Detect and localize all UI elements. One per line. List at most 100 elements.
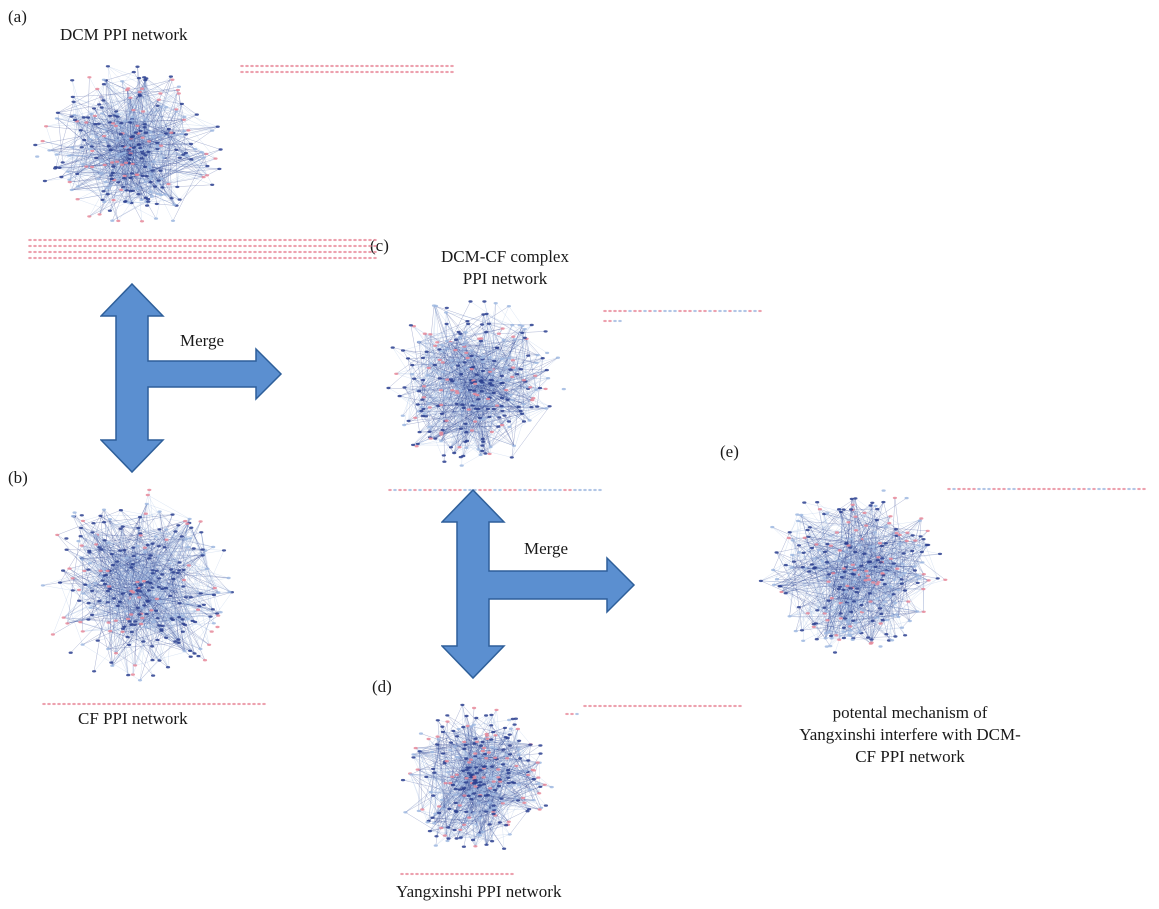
- network-edge: [131, 590, 152, 611]
- network-node: [500, 327, 505, 330]
- network-node: [478, 744, 483, 747]
- network-node: [487, 415, 492, 419]
- network-edge: [88, 568, 208, 604]
- network-edge: [131, 107, 167, 150]
- network-node: [196, 654, 201, 658]
- network-node: [57, 166, 62, 169]
- network-edge: [157, 621, 196, 641]
- network-node: [522, 327, 527, 331]
- network-node: [420, 398, 425, 401]
- network-node: [138, 590, 143, 593]
- network-node: [538, 785, 543, 788]
- network-node: [525, 810, 530, 813]
- network-edge: [455, 357, 558, 383]
- network-node: [445, 340, 450, 343]
- network-edge: [493, 789, 531, 812]
- network-edge: [176, 176, 204, 206]
- network-node: [504, 753, 509, 757]
- network-edge: [495, 728, 519, 816]
- network-edge: [93, 108, 169, 185]
- network-node: [150, 658, 155, 662]
- network-node: [447, 807, 452, 811]
- network-edge: [399, 371, 491, 397]
- network-node: [437, 377, 442, 380]
- network-edge: [137, 545, 201, 650]
- network-node: [78, 129, 83, 132]
- network-edge: [426, 728, 511, 778]
- network-node: [419, 409, 424, 413]
- network-c-nodes: [386, 300, 566, 467]
- network-edge: [792, 540, 814, 625]
- network-edge: [481, 314, 484, 325]
- network-node: [491, 812, 496, 816]
- network-edge: [80, 527, 153, 571]
- network-node: [118, 509, 123, 512]
- network-edge: [514, 724, 528, 812]
- network-node: [160, 186, 165, 189]
- network-node: [520, 324, 525, 327]
- network-node: [506, 820, 511, 823]
- network-node: [108, 629, 113, 633]
- network-edge: [441, 758, 487, 801]
- network-node: [432, 771, 437, 774]
- network-node: [213, 157, 218, 160]
- network-edge: [172, 153, 207, 221]
- network-node: [486, 322, 491, 325]
- network-edge: [96, 511, 160, 535]
- network-edge: [475, 758, 534, 780]
- network-node: [434, 835, 439, 838]
- network-node: [439, 412, 444, 415]
- network-node: [409, 773, 414, 776]
- network-node: [57, 581, 63, 584]
- network-node: [422, 332, 427, 335]
- network-edge: [418, 391, 467, 433]
- network-node: [94, 135, 99, 138]
- network-node: [186, 129, 191, 132]
- network-edge: [179, 570, 219, 593]
- network-node: [137, 613, 142, 616]
- network-edge: [440, 357, 483, 441]
- network-edge: [170, 76, 185, 132]
- network-node: [72, 118, 78, 122]
- network-node: [516, 747, 521, 751]
- network-edge: [147, 494, 190, 520]
- network-node: [190, 619, 195, 623]
- network-node: [197, 605, 202, 608]
- network-edge: [501, 375, 531, 388]
- network-node: [476, 801, 481, 804]
- network-node: [184, 537, 189, 541]
- network-node: [435, 743, 440, 746]
- network-node: [453, 809, 458, 813]
- network-edge: [147, 494, 213, 610]
- network-edge: [129, 619, 173, 646]
- network-node: [216, 591, 221, 594]
- network-node: [146, 200, 151, 203]
- network-node: [461, 769, 466, 772]
- network-edge: [499, 417, 515, 446]
- network-node: [453, 801, 458, 805]
- network-node: [67, 180, 72, 184]
- network-node: [433, 344, 438, 347]
- network-node: [415, 442, 420, 446]
- network-node: [440, 344, 445, 347]
- network-node: [458, 836, 463, 839]
- network-node: [123, 200, 128, 203]
- network-node: [503, 366, 508, 369]
- network-node: [510, 375, 515, 379]
- network-edge: [417, 379, 491, 391]
- network-edge: [71, 116, 158, 146]
- network-edge: [158, 99, 182, 105]
- network-node: [459, 389, 464, 392]
- network-node: [86, 618, 91, 621]
- network-node: [469, 381, 474, 384]
- panel-title-e: potental mechanism of Yangxinshi interfe…: [760, 702, 1060, 768]
- network-node: [80, 163, 85, 166]
- network-node: [484, 330, 489, 334]
- network-edge: [407, 358, 483, 383]
- network-edge: [145, 626, 195, 654]
- network-edge: [149, 590, 215, 596]
- network-edge: [456, 366, 474, 392]
- network-node: [455, 364, 461, 367]
- network-node: [81, 592, 86, 595]
- network-edge: [501, 406, 510, 422]
